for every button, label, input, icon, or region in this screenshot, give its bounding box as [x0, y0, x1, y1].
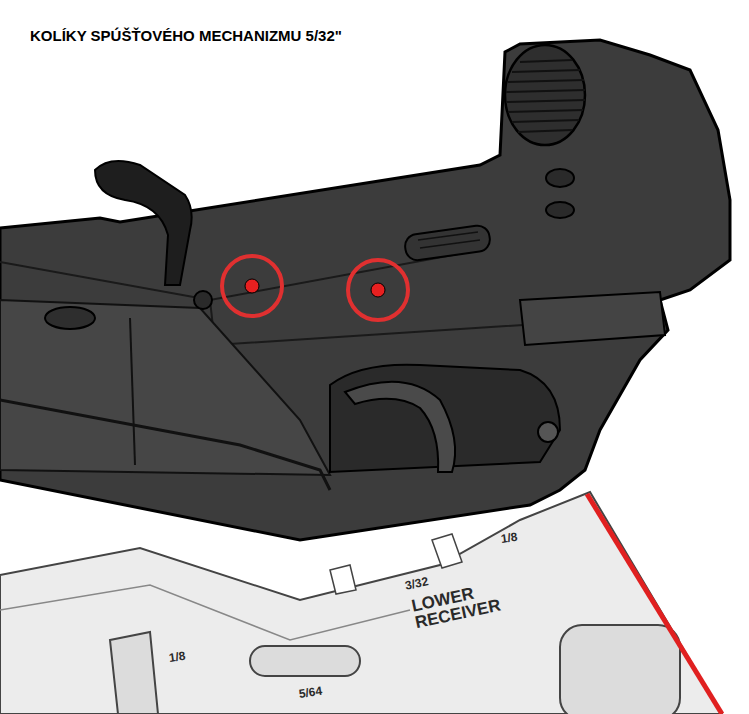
selector-hole: [194, 291, 212, 309]
magazine-release: [404, 224, 492, 262]
trigger: [345, 382, 455, 472]
case-edge: [587, 494, 722, 714]
buffer-threads: [506, 60, 585, 132]
pin-markers: [222, 256, 408, 320]
case-slot: [330, 565, 356, 594]
pin-hole-dot: [245, 279, 259, 293]
title: KOLÍKY SPÚŠŤOVÉHO MECHANIZMU 5/32": [30, 27, 342, 44]
magazine-well-line: [130, 318, 135, 465]
receiver-body: [0, 40, 730, 540]
takedown-pin-hole: [546, 202, 574, 218]
case-slot: [432, 534, 462, 568]
magazine-well: [0, 300, 330, 475]
rear-lug: [520, 292, 665, 345]
highlight-ring: [348, 260, 408, 320]
case-ridge: [0, 585, 410, 640]
case-label: 1/8: [500, 531, 518, 545]
case-label: 5/64: [298, 685, 323, 700]
case-pocket: [110, 632, 158, 714]
case-label: 1/8: [168, 650, 186, 664]
case-pocket: [560, 625, 680, 714]
magazine-release-ribs: [418, 232, 480, 248]
pin-hole-dot: [371, 283, 385, 297]
trigger-guard-opening: [330, 365, 560, 472]
bolt-catch-wire: [0, 400, 330, 490]
case-pocket: [250, 646, 360, 676]
takedown-pin-hole: [546, 169, 574, 187]
highlight-ring: [222, 256, 282, 316]
pivot-pin: [538, 422, 558, 442]
lower-receiver: [0, 40, 730, 540]
bolt-catch: [45, 307, 95, 329]
buffer-tower: [505, 45, 585, 145]
safety-selector: [95, 161, 192, 285]
